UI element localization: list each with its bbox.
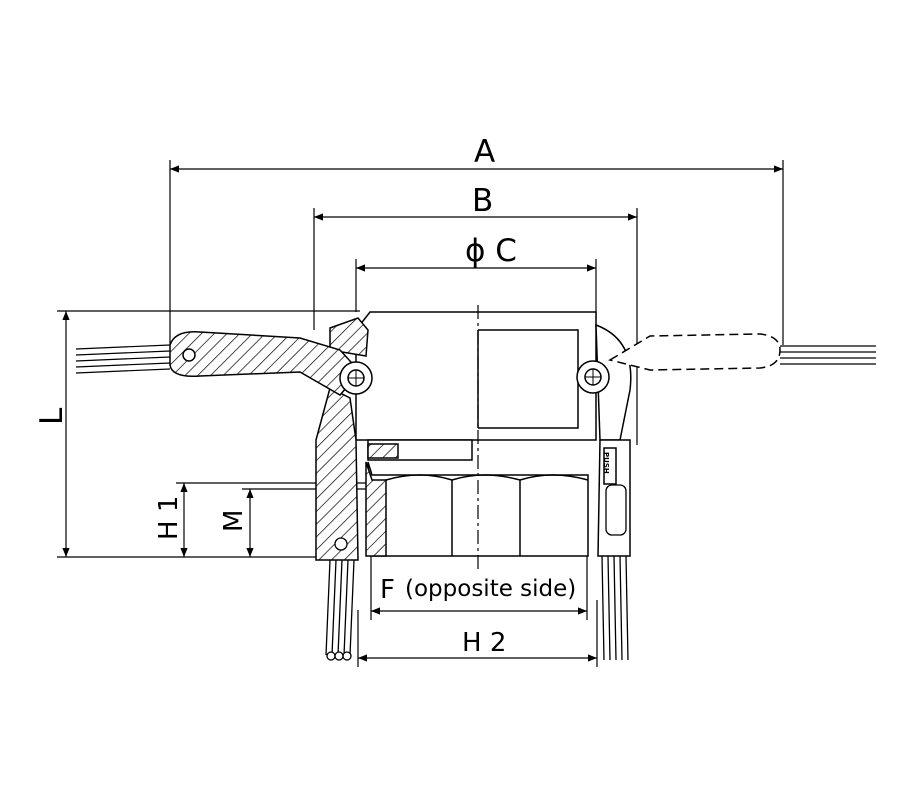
left-pull-ring: [325, 537, 355, 661]
dimension-label-H2: H 2: [462, 628, 506, 658]
coupling-body: [315, 311, 632, 561]
dimension-label-B: B: [472, 183, 493, 219]
dimension-label-L: L: [34, 407, 70, 425]
push-label: PUSH: [602, 452, 610, 474]
right-pull-ring: [601, 484, 629, 661]
dimension-label-H1: H 1: [154, 496, 184, 540]
right-cam-arm: [576, 333, 876, 394]
dimension-label-C: ϕ C: [465, 233, 517, 269]
dimension-label-M: M: [219, 510, 249, 532]
dimension-label-F-note: (opposite side): [405, 576, 576, 602]
left-cam-arm: [75, 331, 373, 396]
dimension-label-F: F: [380, 575, 395, 605]
dimension-label-A: A: [474, 134, 495, 170]
